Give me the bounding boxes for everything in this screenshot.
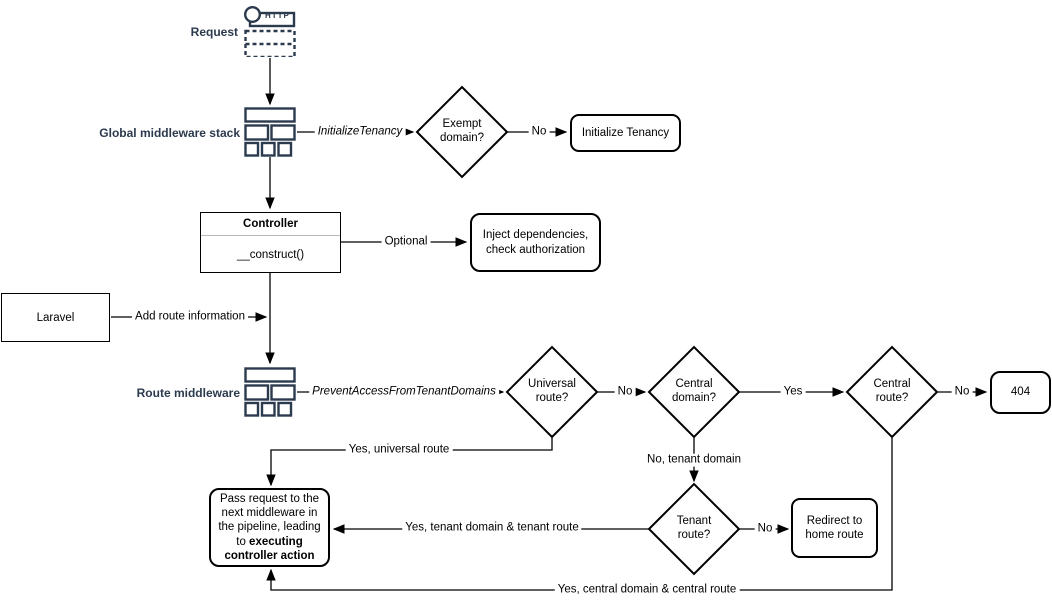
edge-label-tenant-domain-no: No, tenant domain [644, 453, 744, 467]
pass-request-text: Pass request to the next middleware in t… [218, 492, 321, 548]
edge-label-add-route-information: Add route information [132, 310, 248, 324]
decision-tenant-route [647, 482, 741, 576]
http-protocol-label: HTTP [265, 11, 290, 20]
decision-exempt-domain [415, 85, 509, 179]
central-route-label: Central route? [873, 378, 911, 404]
tenant-route-label: Tenant route? [676, 515, 712, 541]
edge-label-central-route-yes: Yes, central domain & central route [554, 583, 740, 597]
node-initialize-tenancy: Initialize Tenancy [570, 114, 681, 152]
edge-label-optional: Optional [381, 235, 431, 249]
node-controller: Controller __construct() [200, 212, 341, 273]
middleware-stack-icon [244, 107, 296, 157]
node-pass-request: Pass request to the next middleware in t… [209, 488, 330, 567]
route-middleware-label: Route middleware [136, 386, 240, 400]
decision-universal-route [505, 345, 599, 439]
central-domain-label: Central domain? [671, 378, 717, 404]
edge-label-universal-yes: Yes, universal route [345, 443, 453, 457]
route-middleware-stack-icon [244, 367, 296, 417]
global-middleware-stack-label: Global middleware stack [99, 126, 240, 140]
request-label: Request [190, 25, 238, 39]
node-redirect-home: Redirect to home route [791, 498, 878, 558]
edge-label-central-domain-yes: Yes [780, 385, 806, 399]
node-404: 404 [990, 371, 1051, 414]
decision-central-domain [647, 345, 741, 439]
edge-label-universal-no: No [614, 385, 636, 399]
edge-label-tenant-route-no: No [754, 522, 776, 536]
universal-route-label: Universal route? [528, 378, 576, 404]
http-request-icon: HTTP [243, 5, 297, 57]
pass-request-bold-text: executing controller action [224, 535, 315, 563]
controller-constructor: __construct() [236, 248, 305, 261]
edge-label-prevent-access: PreventAccessFromTenantDomains [309, 385, 499, 399]
node-laravel: Laravel [1, 293, 110, 342]
edge-label-initialize-tenancy: InitializeTenancy [314, 125, 406, 139]
edge-label-central-route-no: No [951, 385, 973, 399]
controller-title: Controller [201, 213, 340, 236]
edge-label-tenant-route-yes: Yes, tenant domain & tenant route [402, 521, 582, 535]
decision-central-route [845, 345, 939, 439]
edge-label-exempt-no: No [528, 125, 550, 139]
node-inject-dependencies: Inject dependencies, check authorization [470, 213, 601, 272]
exempt-domain-label: Exempt domain? [439, 118, 485, 144]
